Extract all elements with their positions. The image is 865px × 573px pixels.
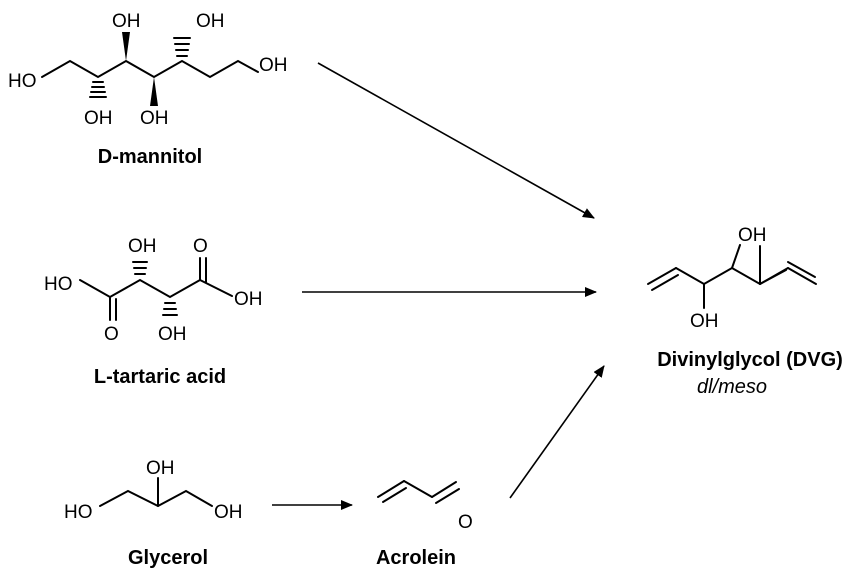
tartaric-oh-right-label: OH: [234, 289, 263, 310]
acrolein-o-label: O: [458, 512, 473, 533]
glycerol-backbone: [99, 489, 213, 508]
mannitol-ho-label: HO: [8, 71, 37, 92]
d-mannitol-structure: HO OH OH OH OH OH: [8, 11, 288, 129]
glycerol-oh-right-label: OH: [214, 502, 243, 523]
acrolein-name: Acrolein: [376, 547, 456, 569]
mannitol-wedge-bond-c4: [150, 77, 158, 106]
mannitol-backbone: [41, 59, 259, 79]
arrow-acrolein-to-dvg: [509, 365, 605, 499]
mannitol-oh-c4-label: OH: [140, 108, 169, 129]
glycerol-ho-label: HO: [64, 502, 93, 523]
mannitol-hash-bond-c2: [89, 81, 107, 98]
dvg-vinyl-left-2: [651, 274, 679, 291]
acrolein-carbonyl-bond-2: [435, 488, 460, 504]
dvg-name: Divinylglycol (DVG): [657, 349, 843, 371]
tartaric-name: L-tartaric acid: [94, 366, 226, 388]
dvg-vinyl-left-1: [647, 267, 677, 285]
mannitol-oh-c5-label: OH: [196, 11, 225, 32]
tartaric-carbonyl-o-left-label: O: [104, 324, 119, 345]
dvg-placeholder: [759, 269, 787, 285]
mannitol-oh-terminal-label: OH: [259, 55, 288, 76]
acrolein-vinyl-bond-2: [382, 487, 407, 503]
tartaric-hash-bond-c2: [132, 261, 148, 275]
acrolein-carbonyl-bond-1: [431, 481, 457, 498]
tartaric-ho-label: HO: [44, 274, 73, 295]
mannitol-hash-bond-c5: [173, 37, 191, 57]
tartaric-hash-bond-c3: [162, 302, 178, 316]
divinylglycol-structure: OH OH: [647, 225, 817, 332]
glycerol-name: Glycerol: [128, 547, 208, 569]
dvg-oh-top-label: OH: [738, 225, 767, 246]
acrolein-structure: O: [377, 480, 473, 533]
l-tartaric-acid-structure: HO OH O O OH OH: [44, 236, 263, 345]
acrolein-vinyl-bond-1: [377, 480, 405, 498]
acrolein-single-bond: [403, 480, 433, 498]
dvg-vinyl-right-1: [787, 267, 817, 285]
tartaric-backbone: [79, 278, 233, 299]
dvg-backbone: [675, 266, 789, 286]
dvg-oh-top-bond: [731, 244, 741, 269]
dvg-stereo-note: dl/meso: [697, 376, 767, 398]
mannitol-oh-c3-label: OH: [112, 11, 141, 32]
mannitol-oh-c2-label: OH: [84, 108, 113, 129]
tartaric-carbonyl-o-right-label: O: [193, 236, 208, 257]
glycerol-structure: OH HO OH: [64, 458, 243, 523]
mannitol-wedge-bond-c3: [122, 32, 130, 61]
dvg-vinyl-right-2: [787, 261, 816, 278]
glycerol-oh-top-label: OH: [146, 458, 175, 479]
mannitol-name: D-mannitol: [98, 146, 202, 168]
arrow-mannitol-to-dvg: [317, 62, 595, 219]
dvg-oh-bottom-label: OH: [690, 311, 719, 332]
tartaric-oh-c2-label: OH: [128, 236, 157, 257]
tartaric-oh-c3-label: OH: [158, 324, 187, 345]
